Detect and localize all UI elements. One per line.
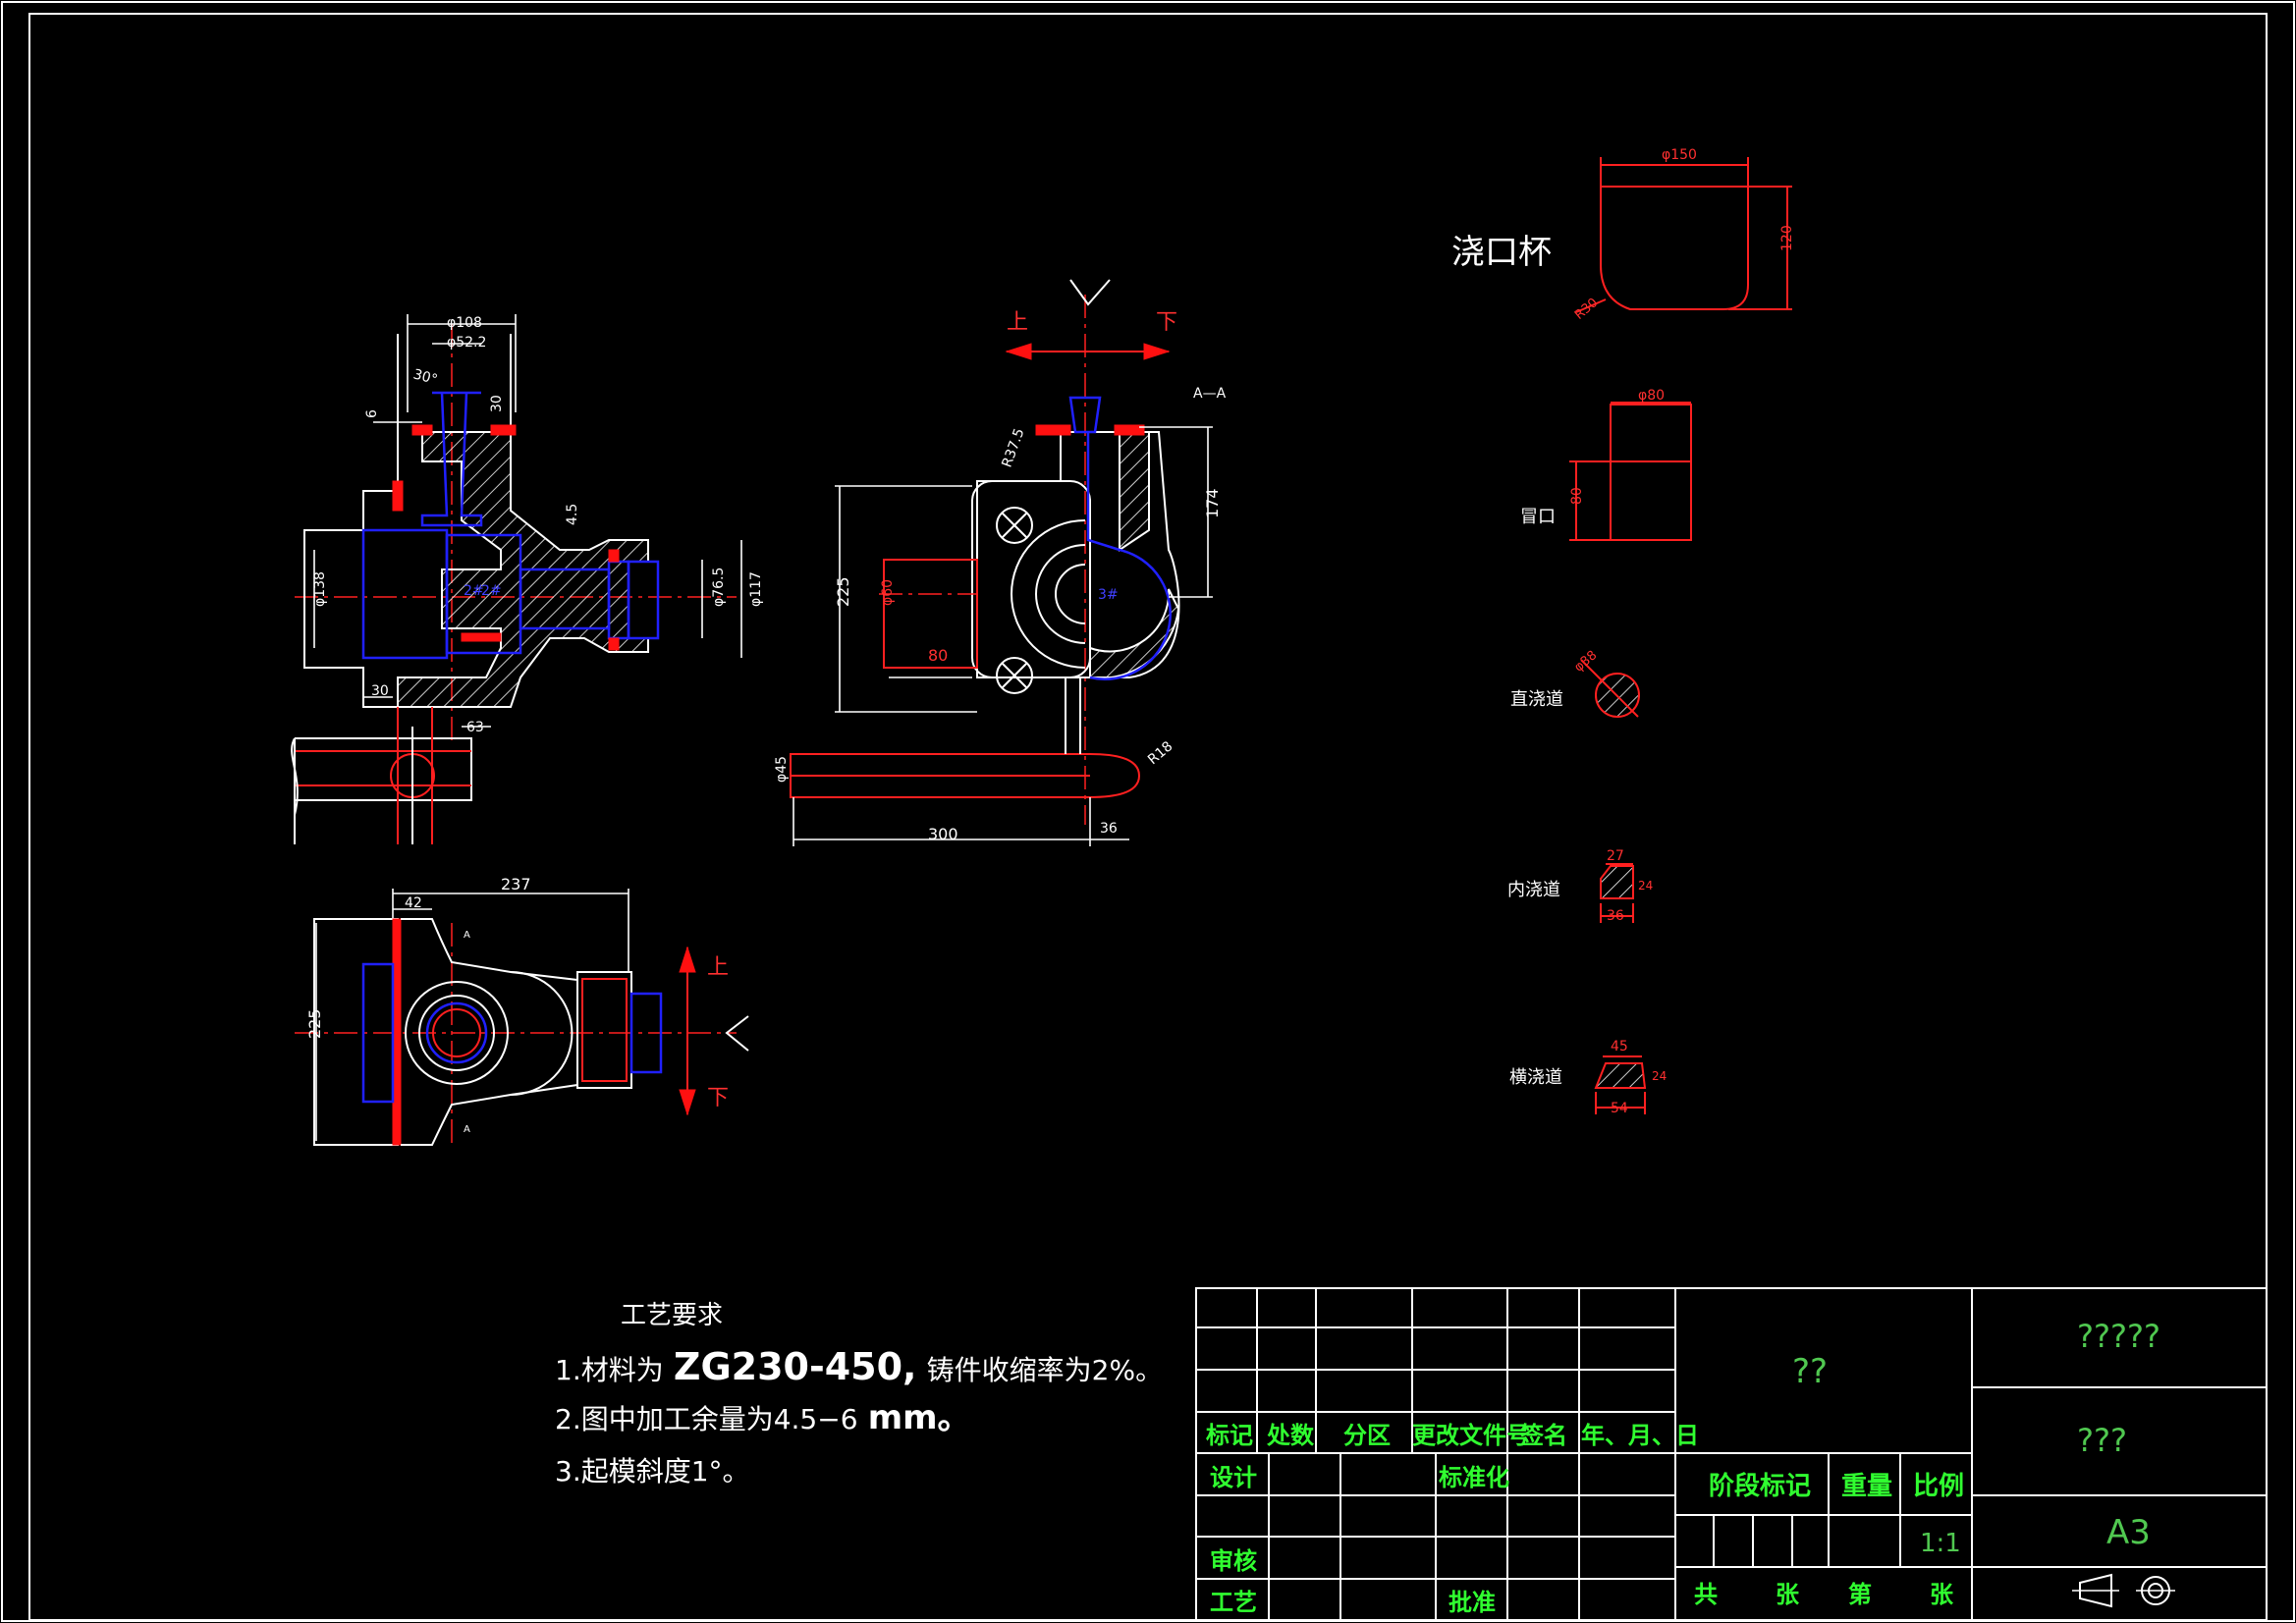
dim-4-5: 4.5 [565, 504, 580, 525]
note-2-unit: mm。 [868, 1398, 971, 1437]
dim-d45: φ45 [774, 756, 790, 783]
tb-col-doc: 更改文件号 [1412, 1422, 1530, 1449]
sprue-label: 直浇道 [1510, 689, 1563, 710]
inner-frame [28, 13, 2268, 1621]
tb-sheets: 张 [1776, 1581, 1800, 1608]
dim-d52-2: φ52.2 [447, 335, 486, 351]
dim-r37-5: R37.5 [1000, 426, 1028, 469]
tb-craft: 工艺 [1210, 1589, 1257, 1616]
dim-6: 6 [364, 409, 380, 418]
note-1-material: ZG230-450, [674, 1345, 917, 1388]
technical-notes: 工艺要求 1.材料为 ZG230-450, 铸件收缩率为2%。 2.图中加工余量… [555, 1301, 1163, 1488]
runner-label: 横浇道 [1509, 1067, 1562, 1088]
dim-237: 237 [501, 875, 531, 893]
dim-d117: φ117 [748, 571, 764, 607]
tb-col-count: 处数 [1266, 1422, 1315, 1449]
runner-dim-24: 24 [1652, 1069, 1667, 1083]
up-label-front: 上 [1007, 310, 1028, 335]
tb-stage: 阶段标记 [1709, 1471, 1811, 1501]
up-label-top: 上 [707, 955, 729, 980]
front-view: 上 下 A—A 3# [774, 279, 1227, 846]
dim-225-front: 225 [834, 576, 852, 607]
tb-col-sign: 签名 [1519, 1422, 1567, 1449]
top-view: 上 下 A A 237 42 225 [295, 875, 749, 1149]
tb-standard: 标准化 [1439, 1464, 1509, 1491]
dim-36-runner: 36 [1100, 821, 1118, 837]
tb-design: 设计 [1210, 1464, 1257, 1491]
tb-col-zone: 分区 [1343, 1422, 1391, 1449]
main-section-view: 2# 2# φ108 φ52.2 30° 30 6 4.5 φ138 φ76.5… [291, 314, 764, 844]
tb-drawing-name: ??? [2077, 1422, 2127, 1459]
riser-label: 冒口 [1520, 507, 1556, 527]
dim-225-top: 225 [305, 1008, 324, 1039]
tb-nth: 第 [1848, 1581, 1872, 1608]
cup-dim-120: 120 [1779, 225, 1795, 251]
dim-80-riser: 80 [928, 646, 948, 665]
core-mark-2: 2# [481, 583, 502, 599]
gate-cup-title: 浇口杯 [1451, 233, 1552, 272]
riser-detail: 冒口 φ80 80 [1520, 388, 1692, 541]
tb-weight: 重量 [1841, 1472, 1892, 1501]
dim-angle-30: 30° [411, 366, 439, 388]
dim-d138: φ138 [312, 571, 328, 607]
title-block: 标记 处数 分区 更改文件号 签名 年、月、日 设计 标准化 审核 工艺 批准 … [1195, 1287, 2268, 1621]
ingate-dim-27: 27 [1607, 848, 1624, 864]
dim-d60: φ60 [880, 579, 896, 606]
runner-dim-54: 54 [1611, 1101, 1628, 1116]
dim-63: 63 [466, 720, 484, 735]
dim-30-bottom: 30 [371, 683, 389, 699]
section-mark-top: A [464, 930, 470, 941]
dim-42: 42 [405, 895, 422, 911]
runner-detail: 横浇道 45 24 54 [1509, 1039, 1667, 1116]
ingate-label: 内浇道 [1507, 880, 1560, 900]
tb-review: 审核 [1210, 1547, 1257, 1575]
down-label-top: 下 [707, 1086, 729, 1110]
core-mark-front: 3# [1098, 587, 1119, 603]
tb-col-date: 年、月、日 [1581, 1422, 1699, 1449]
down-label-front: 下 [1156, 310, 1177, 335]
tb-material: ?? [1792, 1352, 1828, 1391]
tb-scale: 比例 [1913, 1472, 1964, 1501]
dim-30-top: 30 [489, 395, 505, 412]
dim-r18: R18 [1145, 738, 1175, 768]
projection-symbol-icon [2072, 1573, 2175, 1608]
dim-300: 300 [928, 825, 958, 843]
dim-d76-5: φ76.5 [711, 568, 727, 607]
riser-dim-80: 80 [1569, 487, 1585, 505]
section-aa-label: A—A [1193, 386, 1227, 402]
riser-dim-d80: φ80 [1638, 388, 1665, 404]
sprue-detail: 直浇道 φ38 [1510, 648, 1640, 718]
cup-dim-d150: φ150 [1662, 147, 1697, 163]
notes-title: 工艺要求 [621, 1301, 723, 1330]
dim-d108: φ108 [447, 315, 482, 331]
section-mark-bottom: A [464, 1124, 470, 1135]
core-mark-1: 2# [464, 583, 484, 599]
tb-company: ????? [2077, 1318, 2160, 1355]
tb-approve: 批准 [1449, 1589, 1496, 1616]
gate-cup-detail: 浇口杯 φ150 120 R30 [1451, 147, 1795, 323]
note-line-2: 2.图中加工余量为4.5−6 mm。 [555, 1398, 971, 1437]
ingate-dim-24: 24 [1638, 879, 1653, 893]
sprue-dim-d38: φ38 [1571, 648, 1600, 676]
note-line-1: 1.材料为 ZG230-450, 铸件收缩率为2%。 [555, 1345, 1163, 1388]
runner-dim-45: 45 [1611, 1039, 1628, 1055]
tb-total: 共 [1694, 1581, 1718, 1608]
tb-sheet: 张 [1930, 1581, 1954, 1608]
tb-scale-value: 1:1 [1920, 1529, 1961, 1558]
note-2-prefix: 2.图中加工余量为4.5−6 [555, 1403, 858, 1435]
note-line-3: 3.起模斜度1°。 [555, 1455, 750, 1488]
cup-dim-r30: R30 [1572, 296, 1601, 323]
tb-col-mark: 标记 [1206, 1422, 1253, 1449]
ingate-detail: 内浇道 27 24 36 [1507, 848, 1653, 924]
note-1-suffix: 铸件收缩率为2%。 [927, 1354, 1163, 1386]
ingate-dim-36: 36 [1607, 908, 1624, 924]
dim-174: 174 [1203, 488, 1222, 518]
note-1-prefix: 1.材料为 [555, 1354, 664, 1386]
tb-size: A3 [2106, 1513, 2151, 1552]
